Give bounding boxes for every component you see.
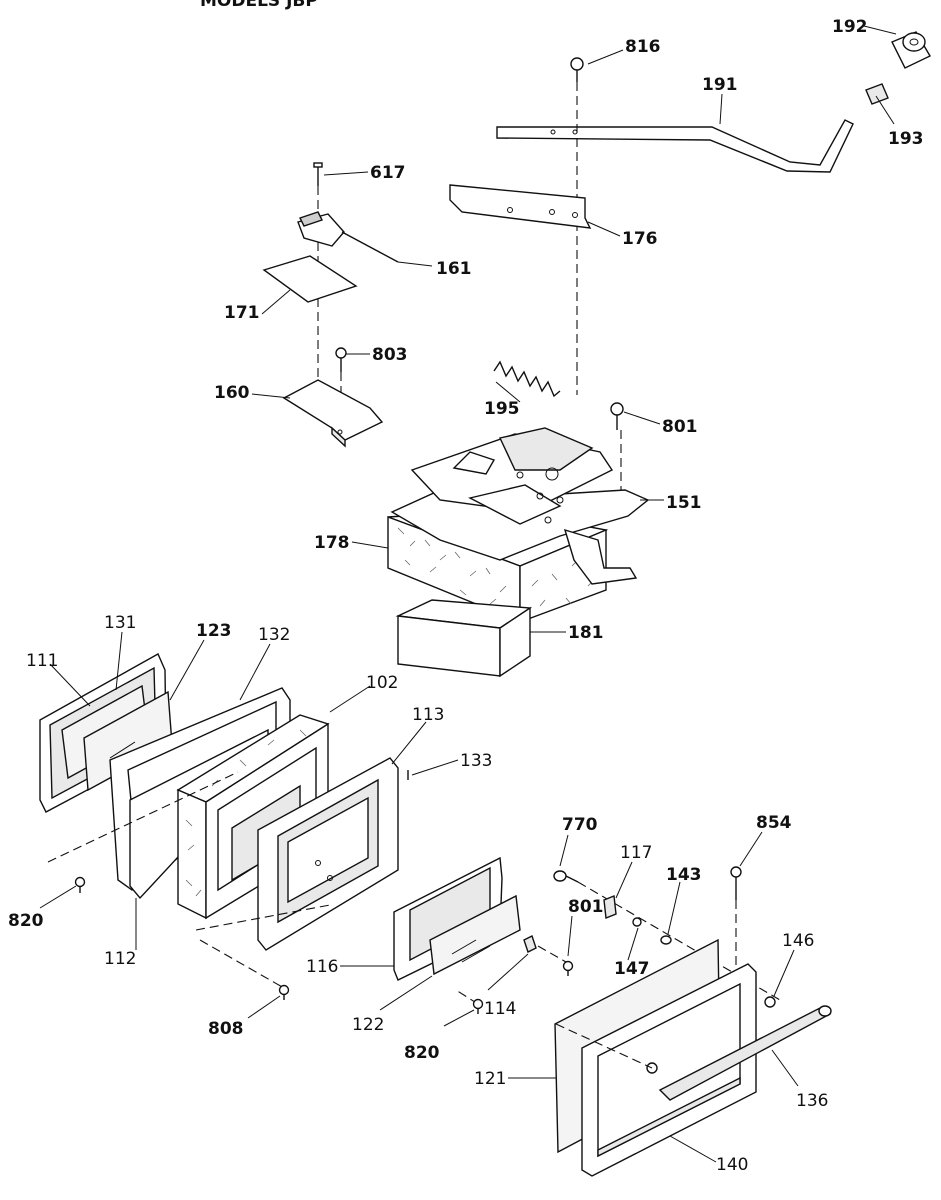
label-133: 133	[460, 751, 492, 771]
block-181	[395, 599, 533, 678]
outer-frame-140	[581, 963, 757, 1177]
label-195: 195	[484, 399, 520, 419]
washer-147	[632, 917, 642, 927]
label-116: 116	[306, 957, 338, 977]
label-111: 111	[26, 651, 58, 671]
label-808: 808	[208, 1019, 244, 1039]
label-801-top: 801	[662, 417, 698, 437]
label-140: 140	[716, 1155, 748, 1175]
lock-mechanism-151	[390, 427, 650, 585]
washer-143	[660, 935, 672, 945]
screw-770	[553, 870, 579, 883]
label-146: 146	[782, 931, 814, 951]
part-labels: 816 192 191 193 617 161 176 171 803 160 …	[8, 17, 924, 1175]
label-803: 803	[372, 345, 408, 365]
screw-801-mid	[562, 960, 574, 976]
label-854: 854	[756, 813, 792, 833]
label-102: 102	[366, 673, 398, 693]
screw-816	[570, 57, 584, 82]
knob-192	[891, 31, 931, 69]
label-801-mid: 801	[568, 897, 604, 917]
label-121: 121	[474, 1069, 506, 1089]
screw-808	[278, 984, 290, 1000]
header-title: MODELS JBP	[200, 0, 318, 11]
screw-820-bottom	[472, 998, 484, 1014]
label-161: 161	[436, 259, 472, 279]
spacer-117	[603, 895, 617, 919]
insulator-171	[262, 255, 358, 303]
label-193: 193	[888, 129, 924, 149]
label-132: 132	[258, 625, 290, 645]
screw-617	[313, 162, 323, 186]
label-770: 770	[562, 815, 598, 835]
washer-146	[764, 996, 776, 1008]
clip-193	[865, 83, 889, 105]
label-171: 171	[224, 303, 260, 323]
latch-rod-191	[496, 119, 854, 173]
label-176: 176	[622, 229, 658, 249]
bracket-160	[282, 379, 384, 448]
label-136: 136	[796, 1091, 828, 1111]
handle-136	[658, 1005, 832, 1101]
label-131: 131	[104, 613, 136, 633]
screw-801-top	[610, 402, 624, 430]
switch-161	[297, 211, 399, 263]
leader-lines	[39, 25, 897, 1163]
glass-122	[429, 894, 521, 976]
label-113: 113	[412, 705, 444, 725]
screw-803	[335, 347, 347, 372]
label-151: 151	[666, 493, 702, 513]
label-820-bottom: 820	[404, 1043, 440, 1063]
label-117: 117	[620, 843, 652, 863]
label-192: 192	[832, 17, 868, 37]
label-181: 181	[568, 623, 604, 643]
bracket-176	[449, 184, 592, 229]
label-191: 191	[702, 75, 738, 95]
label-160: 160	[214, 383, 250, 403]
label-178: 178	[314, 533, 350, 553]
clip-114	[523, 935, 537, 953]
screw-854	[730, 866, 742, 900]
label-143: 143	[666, 865, 702, 885]
inner-door-113	[257, 757, 399, 951]
label-122: 122	[352, 1015, 384, 1035]
spring-195	[493, 360, 561, 398]
label-820-left: 820	[8, 911, 44, 931]
label-114: 114	[484, 999, 516, 1019]
screw-820-left	[74, 876, 86, 893]
label-816: 816	[625, 37, 661, 57]
label-617: 617	[370, 163, 406, 183]
label-147: 147	[614, 959, 650, 979]
label-112: 112	[104, 949, 136, 969]
label-123: 123	[196, 621, 232, 641]
